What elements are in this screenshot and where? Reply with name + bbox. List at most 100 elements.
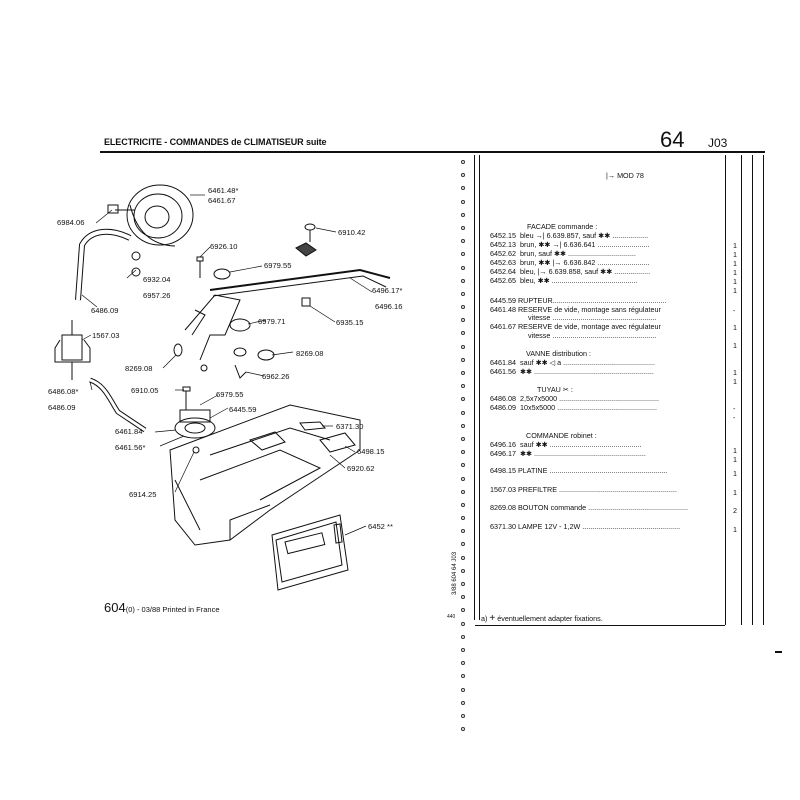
row-description: BOUTON commande <box>517 503 587 512</box>
qty-cell: - <box>733 306 736 315</box>
column-rule <box>479 155 480 620</box>
cable-6496 <box>209 268 391 291</box>
row-description: LAMPE 12V - 1,2W <box>517 522 581 531</box>
qty-cell: 1 <box>733 250 737 259</box>
qty-cell: - <box>733 413 736 422</box>
diagram-labels: 6461.48* 6461.67 6984.06 6910.42 6926.10… <box>48 186 402 531</box>
qty-cell: 1 <box>733 286 737 295</box>
column-rule <box>725 155 726 625</box>
binding-dots <box>461 160 467 740</box>
ref-number: 6452.13 <box>490 240 516 249</box>
table-row: 6445.59 RUPTEUR.........................… <box>490 296 667 305</box>
diagram-label: 6984.06 <box>57 218 84 227</box>
diagram-label: 6498.15 <box>357 447 384 456</box>
diagram-label: 6914.25 <box>129 490 156 499</box>
column-rule <box>474 155 475 620</box>
diagram-label: 6496.17* <box>372 286 402 295</box>
ref-number: 6496.16 <box>490 440 516 449</box>
edge-mark <box>775 651 782 653</box>
ref-number: 6461.67 <box>490 322 516 331</box>
table-row: 1567.03 PREFILTRE ......................… <box>490 485 677 494</box>
table-row: 6496.17 ✱✱ .............................… <box>490 449 646 458</box>
diagram-label: 6452 ** <box>368 522 393 531</box>
row-description: RESERVE de vide, montage avec régulateur <box>517 322 661 331</box>
diagram-label: 6910.42 <box>338 228 365 237</box>
vacuum-reservoir <box>107 184 194 247</box>
row-description: RESERVE de vide, montage sans régulateur <box>517 305 661 314</box>
ref-number: 6452.64 <box>490 267 516 276</box>
qty-cell: 2 <box>733 506 737 515</box>
diagram-label: 6371.30 <box>336 422 363 431</box>
group-heading-vanne: VANNE distribution : <box>526 349 591 358</box>
screw-6926-10 <box>196 256 204 278</box>
clip <box>295 242 317 257</box>
note-marker: a) <box>481 614 488 623</box>
row-description: bleu, ✱✱ <box>519 276 550 285</box>
footer-number: 604 <box>104 600 126 615</box>
platine-6498-15 <box>169 404 361 546</box>
model-note: |→ MOD 78 <box>606 171 644 180</box>
ref-number: 6371.30 <box>490 522 516 531</box>
ref-number: 6486.08 <box>490 394 516 403</box>
table-row: 6486.09 10x5x5000 ......................… <box>490 403 657 412</box>
washer-6932-04 <box>131 251 141 261</box>
qty-cell: 1 <box>733 341 737 350</box>
diagram-label: 6486.09 <box>48 403 75 412</box>
diagram-label: 6979.55 <box>216 390 243 399</box>
diagram-label: 6486.09 <box>91 306 118 315</box>
table-row: 6461.84 sauf ✱✱ ◁ a ....................… <box>490 358 655 367</box>
diagram-label: 6932.04 <box>143 275 170 284</box>
row-description: brun, ✱✱ |→ 6.636.842 <box>519 258 596 267</box>
qty-cell: 1 <box>733 446 737 455</box>
screw-6910-42 <box>304 223 316 242</box>
ref-number: 6461.48 <box>490 305 516 314</box>
diagram-label: 6445.59 <box>229 405 256 414</box>
scissors-icon: ✂ <box>562 385 569 394</box>
table-row: 6452.63 brun, ✱✱ |→ 6.636.842 ..........… <box>490 258 650 267</box>
footnote: a) + éventuellement adapter fixations. <box>481 614 603 624</box>
qty-cell: 1 <box>733 277 737 286</box>
lever-assembly <box>173 294 275 379</box>
row-description: bleu, |→ 6.639.858, sauf ✱✱ <box>519 267 613 276</box>
section-code: J03 <box>708 136 728 150</box>
table-row: 6461.56 ✱✱ .............................… <box>490 367 654 376</box>
qty-cell: - <box>733 404 736 413</box>
table-row: 6371.30 LAMPE 12V - 1,2W ...............… <box>490 522 681 531</box>
ref-number: 6452.65 <box>490 276 516 285</box>
ref-number: 1567.03 <box>490 485 516 494</box>
parts-diagram: 6461.48* 6461.67 6984.06 6910.42 6926.10… <box>48 184 402 591</box>
clip-6979-55 <box>213 268 231 280</box>
table-row: 6452.64 bleu, |→ 6.639.858, sauf ✱✱ ....… <box>490 267 651 276</box>
diagram-label: 6920.62 <box>347 464 374 473</box>
diagram-label: 6979.55 <box>264 261 291 270</box>
column-rule <box>741 155 742 625</box>
row-description: ✱✱ <box>519 367 533 376</box>
table-row: 6461.48 RESERVE de vide, montage sans ré… <box>490 305 661 314</box>
page-title: ELECTRICITE - COMMANDES de CLIMATISEUR s… <box>104 137 327 147</box>
footer: 604(0) - 03/88 Printed in France <box>104 600 220 615</box>
diagram-label: 6486.08* <box>48 387 78 396</box>
diagram-label: 6926.10 <box>210 242 237 251</box>
row-description-cont: vitesse ................................… <box>528 313 657 322</box>
qty-cell: 1 <box>733 525 737 534</box>
diagram-label: 6979.71 <box>258 317 285 326</box>
title-suffix: suite <box>305 137 327 147</box>
diagram-label: 8269.08 <box>125 364 152 373</box>
table-row: 6452.62 brun, sauf ✱✱ ..................… <box>490 249 636 258</box>
column-rule <box>752 155 753 625</box>
ref-number: 6452.15 <box>490 231 516 240</box>
row-description: RUPTEUR <box>517 296 553 305</box>
table-row: 6452.15 bleu →| 6.639.857, sauf ✱✱ .....… <box>490 231 649 240</box>
diagram-label: 6461.48* <box>208 186 238 195</box>
row-description: brun, ✱✱ →| 6.636.641 <box>519 240 596 249</box>
diagram-label: 8269.08 <box>296 349 323 358</box>
screw-6914-25 <box>192 446 200 454</box>
diagram-label: 1567.03 <box>92 331 119 340</box>
diagram-label: 6496.16 <box>375 302 402 311</box>
ref-number: 6461.56 <box>490 367 516 376</box>
group-heading-facade: FACADE commande : <box>527 222 598 231</box>
diagram-label: 6935.15 <box>336 318 363 327</box>
diagram-label: 6962.26 <box>262 372 289 381</box>
diagram-label: 6461.84 <box>115 427 142 436</box>
row-description: PREFILTRE <box>517 485 557 494</box>
